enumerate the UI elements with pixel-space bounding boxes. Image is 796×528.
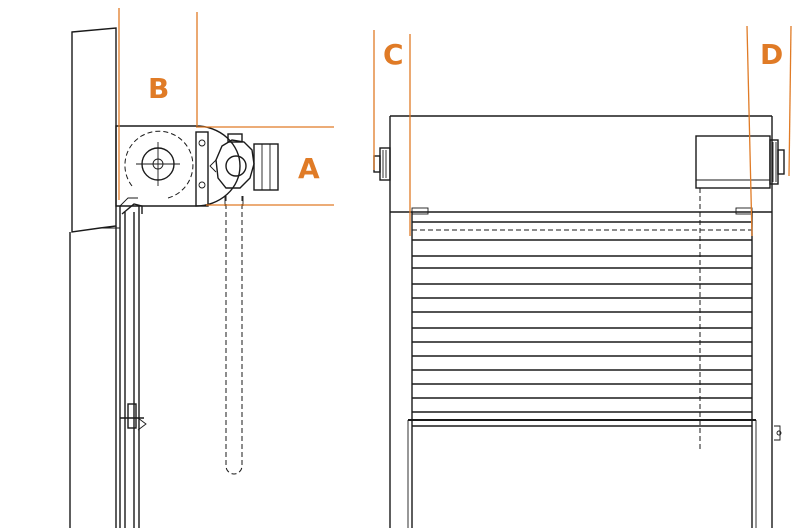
motor (209, 133, 279, 191)
shutter-box (115, 125, 241, 207)
label-d: D (760, 38, 783, 71)
section-view (69, 27, 279, 528)
bracket-plate (195, 131, 209, 207)
left-bearing (373, 147, 391, 181)
bottom-bar (120, 403, 147, 431)
concrete-lintel (71, 27, 117, 233)
label-b: B (148, 72, 169, 105)
front-motor (695, 135, 785, 189)
guide-rail (119, 197, 143, 528)
dimension-lines (118, 8, 792, 237)
front-view (373, 115, 785, 528)
shutter-slats (408, 221, 756, 427)
chain-loop (225, 196, 243, 475)
label-a: A (298, 152, 320, 185)
label-c: C (383, 38, 404, 71)
